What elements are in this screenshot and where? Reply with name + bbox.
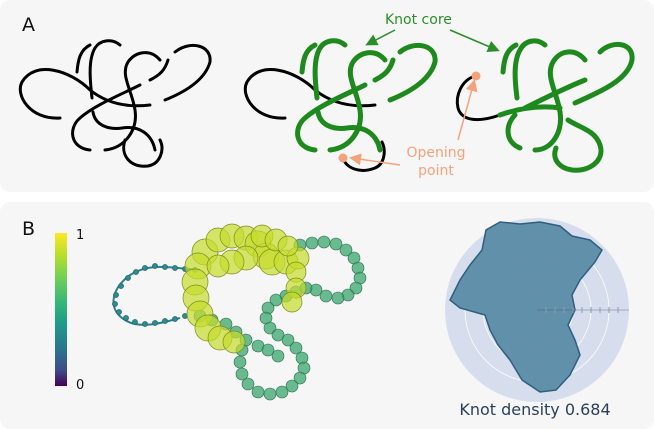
panel-a: A bbox=[0, 0, 654, 192]
knot-density-label: Knot density 0.684 bbox=[459, 400, 611, 419]
colorbar-max-label: 1 bbox=[76, 228, 85, 243]
opening-arrow-left bbox=[349, 153, 401, 166]
knot-core-arrow-left bbox=[365, 29, 396, 46]
colorbar bbox=[55, 233, 67, 386]
polar-radial-ticks bbox=[537, 307, 629, 313]
colorbar-min-label: 0 bbox=[76, 378, 85, 393]
panel-a-drawing: Knot core Opening point bbox=[18, 12, 635, 179]
panel-b-letter: B bbox=[22, 218, 36, 240]
panel-a-letter: A bbox=[22, 14, 35, 36]
knot-diagram-2 bbox=[243, 38, 438, 172]
knot-diagram-1 bbox=[18, 39, 212, 168]
knot-diagram-3 bbox=[455, 38, 635, 173]
opening-point-label-line2: point bbox=[418, 163, 454, 179]
density-shape bbox=[449, 221, 603, 393]
knot-core-label: Knot core bbox=[385, 12, 452, 28]
opening-point-marker-2 bbox=[338, 153, 348, 163]
opening-point-marker-3 bbox=[471, 71, 481, 81]
opening-arrow-right bbox=[457, 79, 478, 141]
opening-point-label-line1: Opening bbox=[406, 145, 465, 161]
knot-core-arrow-right bbox=[449, 29, 500, 52]
